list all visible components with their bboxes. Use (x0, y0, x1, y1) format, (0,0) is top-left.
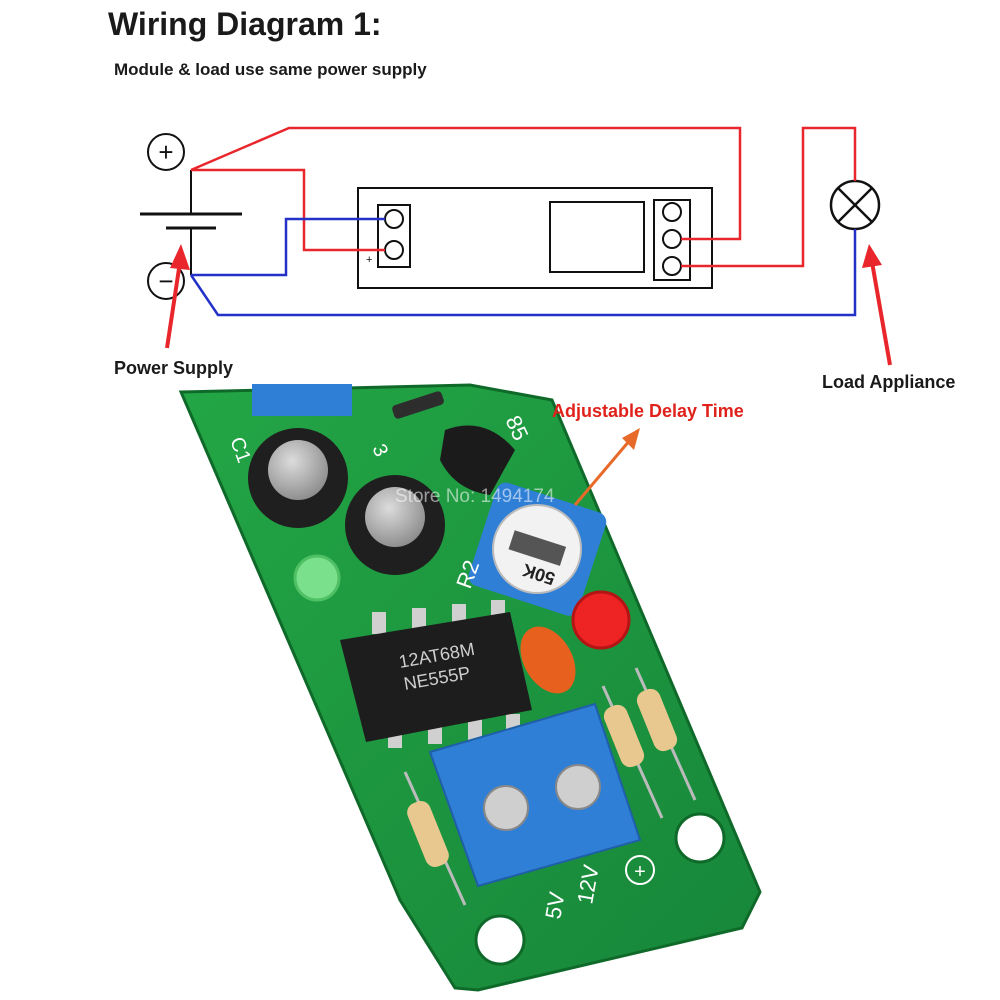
capacitor-c1 (248, 428, 348, 528)
battery-symbol (140, 170, 242, 275)
delay-module-outline: + (357, 187, 713, 289)
plus-silk-icon (625, 855, 655, 885)
load-appliance-arrow-icon (862, 244, 892, 366)
mount-hole-left (474, 914, 526, 966)
module-plus-mark: + (366, 254, 372, 266)
capacitor-c2 (345, 475, 445, 575)
diagram-title: Wiring Diagram 1: (108, 6, 382, 42)
power-supply-arrow-icon (165, 244, 190, 349)
mount-hole-right (674, 812, 726, 864)
wiring-schematic: + − + (140, 126, 892, 366)
plus-terminal-icon: + (147, 133, 185, 171)
negative-wires (189, 217, 857, 317)
ne555-chip: 12AT68M NE555P (340, 600, 532, 748)
green-led (293, 554, 341, 602)
battery-plus-symbol: + (158, 137, 173, 167)
positive-wires (190, 126, 857, 268)
ceramic-capacitor (520, 626, 576, 694)
screw-terminal-block (428, 702, 642, 888)
silk-plus: + (634, 861, 646, 883)
delay-arrow-icon (573, 428, 640, 506)
relay-top-block (252, 384, 352, 416)
silk-5v: 5V (540, 890, 569, 921)
battery-minus-symbol: − (158, 266, 173, 296)
power-supply-label: Power Supply (114, 358, 234, 378)
store-watermark: Store No: 1494174 (395, 486, 555, 507)
red-led (571, 590, 631, 650)
relay-outline (549, 201, 645, 273)
adjustable-delay-label: Adjustable Delay Time (552, 401, 744, 421)
resistor-right (601, 667, 697, 819)
potentiometer-icon: 50K (468, 482, 607, 616)
resistor-left (403, 771, 467, 906)
diode (392, 391, 444, 419)
diagram-subtitle: Module & load use same power supply (114, 60, 427, 79)
load-appliance-label: Load Appliance (822, 372, 956, 392)
transistor (440, 425, 515, 495)
